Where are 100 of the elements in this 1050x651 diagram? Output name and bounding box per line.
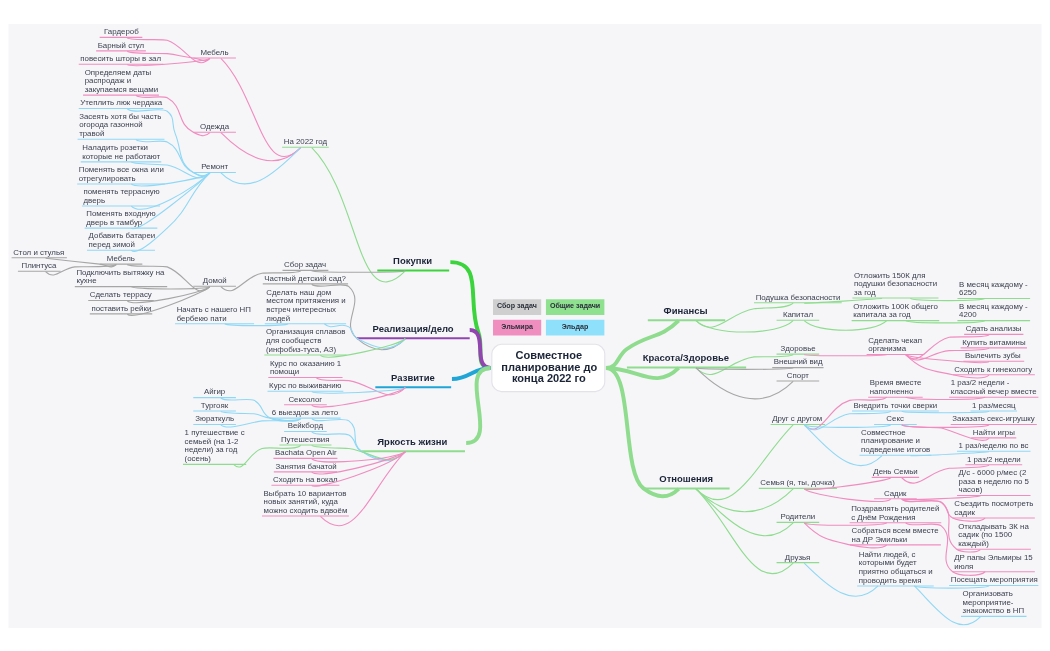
node-text: Внешний вид [773,356,823,366]
connector [695,487,794,536]
connector [803,297,883,304]
node-text: Отложить 100К общего капитала за год [853,301,938,319]
node-text: повесить шторы в зал [80,53,162,63]
connector [803,423,892,428]
connector [803,562,879,597]
node-text: Домой [202,275,227,285]
node-text: Сделать наш дом местом притяжения и встреч интересных людей [266,287,346,323]
node-text: поменять террасную дверь [83,186,160,205]
node-text: Д/с - 6000 р/мес (2 раза в неделю по 5 часов) [958,467,1030,494]
connector [695,366,794,370]
node-text: Занятия бачатой [275,461,337,471]
node-text: 1 путешествие с семьей (на 1-2 недели) за год (осень) [184,427,245,463]
connector [126,36,211,63]
node-text: Начать с нашего НП бербекю пати [176,304,251,323]
node-text: Мебель [200,47,229,57]
connector [311,269,406,273]
node-text: Собраться всем вместе на ДР Эмильки [851,525,939,544]
node-text: Развитие [391,371,435,383]
node-text: Найти игры [972,427,1015,437]
node-text: Курс по выживанию [269,380,342,390]
connector [130,171,211,252]
connector [319,450,406,526]
node-text: Откладывать 3К на садик (по 1500 каждый) [958,521,1029,548]
node-text: Добавить батареи перед зимой [88,230,156,249]
node-text: Родители [780,511,816,521]
node-text: Покупки [393,254,432,266]
node-text: Наладить розетки которые не работают [82,142,161,161]
node-text: 6 выездов за лето [271,407,339,417]
node-text: Красота/Здоровье [642,351,730,363]
node-text: Здоровье [780,343,816,353]
connector [220,146,302,184]
node-text: Отношения [659,472,714,484]
connector [311,283,406,350]
node-text: Съездить посмотреть садик [954,498,1034,517]
node-text: Организовать мероприятие-знакомство в НП [962,588,1025,615]
node-text: Реализация/дело [372,322,454,334]
connector [469,327,491,370]
node-box: Совместное планирование до конца 2022 го [491,343,606,392]
connector [315,376,406,395]
connector [905,353,990,378]
node-text: Финансы [663,304,708,316]
connector [695,302,794,328]
node-text: 1 раз/2 недели [966,454,1021,464]
node-text: День Семьи [873,466,918,476]
node-text: Подключить вытяжку на кухне [76,267,165,285]
node-text: 1 раз/месяц [972,400,1016,410]
node-text: Сдать анализы [965,323,1022,333]
node-text: Подушка безопасности [755,292,841,302]
connector [803,353,888,356]
node-text: Заказать секс-игрушку [952,413,1035,423]
connector [319,337,406,357]
connector [905,353,990,363]
node-text: Спорт [786,370,809,380]
node-text: Стол и стулья [13,247,65,257]
node-text: Гардероб [104,26,139,36]
node-text: Секс [886,413,904,423]
node-text: Сделать террасу [89,289,152,299]
node-text: Садик [883,488,907,498]
node-text: Частный детский сад? [264,273,347,283]
connector [803,423,883,466]
connector [233,444,302,468]
connector [224,322,289,326]
connector [803,319,888,331]
connector [909,450,990,456]
connector [220,396,302,422]
node-text: Зюраткуль [195,413,235,423]
node-text: Курс по оказанию 1 помощи [269,358,342,376]
connector [311,386,406,394]
connector [311,450,406,474]
node-text: Сходить на вокал [273,474,338,484]
node-text: Определяем даты распродаж и закупаемся вещами [84,67,159,94]
connector [450,259,491,370]
connector [311,450,406,487]
connector [220,417,302,428]
node-text: Сбор задач [284,259,327,269]
node-text: Выбрать 10 вариантов новых занятий, куда можно сходить вдвоём [263,488,348,515]
node-text: Путешествия [280,434,330,444]
connector [901,464,990,484]
node-text: Капитал [782,309,814,319]
node-text: Bachata Open Air [275,447,337,457]
node-text: Организация сплавов для сообществ (инфобиз-туса, АЗ) [265,326,346,354]
node-text: поставить рейки [91,303,152,313]
node-text: Утеплить люк чердака [80,97,163,107]
node-text: Друг с другом [772,413,823,423]
connector [126,57,211,66]
node-text: Отложить 150К для подушки безопасности за год [853,270,938,297]
connector [901,410,990,413]
connector [901,423,990,441]
connector [905,396,986,400]
node-text: Вейкборд [287,420,323,430]
node-text: Сходить к гинекологу [954,364,1033,374]
node-text: 1 раз/неделю по вс [958,440,1029,450]
node-text: Поменять все окна или отрегулировать [78,164,164,183]
node-text: 1 раз/2 недели - классный вечер вместе [950,377,1037,396]
node-text: Одежда [199,121,230,131]
node-text: На 2022 год [283,136,328,146]
connector [126,263,211,291]
node-text: Купить витамины [962,337,1026,347]
